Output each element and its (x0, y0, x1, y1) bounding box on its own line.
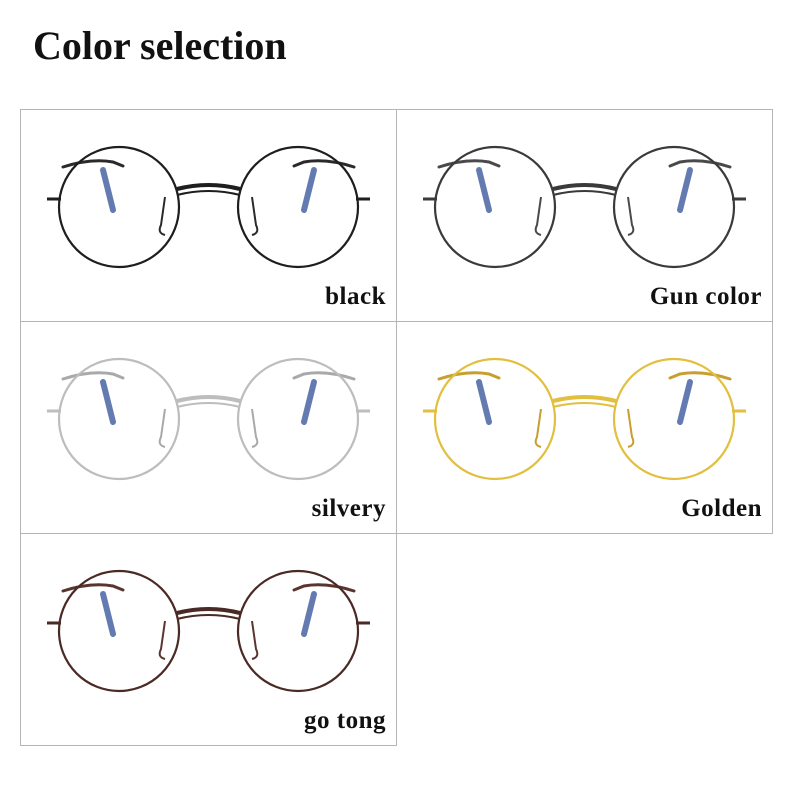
right-temple-arm (292, 583, 356, 593)
right-nose-pad (251, 196, 259, 236)
color-option-black[interactable]: black (20, 109, 397, 322)
right-temple-arm (292, 371, 356, 381)
right-temple-tip (677, 167, 693, 213)
right-temple-tip (301, 167, 317, 213)
bridge-lower (176, 614, 241, 620)
left-temple-tip (476, 167, 492, 213)
glasses-gun-color-image (423, 145, 746, 269)
right-lens-rim (236, 357, 360, 481)
left-temple-arm (61, 159, 125, 169)
left-temple-tip (476, 379, 492, 425)
color-option-label: silvery (311, 495, 386, 522)
color-option-label: Gun color (649, 283, 762, 310)
left-lens-rim (433, 357, 557, 481)
glasses-black-image (47, 145, 370, 269)
left-lens-rim (433, 145, 557, 269)
left-temple-arm (437, 371, 501, 381)
left-temple-arm (61, 371, 125, 381)
left-temple-arm (61, 583, 125, 593)
bridge-lower (176, 190, 241, 196)
glasses-go-tong-image (47, 569, 370, 693)
color-option-label: black (325, 283, 386, 310)
bridge (552, 183, 617, 191)
left-nose-pad (534, 408, 542, 448)
right-temple-tip (677, 379, 693, 425)
right-nose-pad (251, 408, 259, 448)
left-temple-tip (100, 167, 116, 213)
right-nose-pad (251, 620, 259, 660)
right-lens-rim (612, 357, 736, 481)
right-temple-arm (292, 159, 356, 169)
left-lens-rim (57, 145, 181, 269)
bridge-lower (552, 190, 617, 196)
right-lens-rim (612, 145, 736, 269)
bridge-lower (552, 402, 617, 408)
bridge (552, 395, 617, 403)
color-option-label: go tong (304, 707, 386, 734)
color-option-gun-color[interactable]: Gun color (396, 109, 773, 322)
color-option-silvery[interactable]: silvery (20, 321, 397, 534)
right-temple-tip (301, 379, 317, 425)
bridge (176, 607, 241, 615)
bridge (176, 183, 241, 191)
left-lens-rim (57, 569, 181, 693)
right-nose-pad (627, 196, 635, 236)
right-lens-rim (236, 569, 360, 693)
glasses-golden-image (423, 357, 746, 481)
page-title: Color selection (33, 23, 287, 68)
left-nose-pad (158, 620, 166, 660)
right-temple-arm (668, 371, 732, 381)
left-nose-pad (158, 196, 166, 236)
left-temple-tip (100, 379, 116, 425)
bridge-lower (176, 402, 241, 408)
left-nose-pad (158, 408, 166, 448)
color-option-label: Golden (681, 495, 762, 522)
color-option-golden[interactable]: Golden (396, 321, 773, 534)
right-temple-arm (668, 159, 732, 169)
color-option-go-tong[interactable]: go tong (20, 533, 397, 746)
left-temple-tip (100, 591, 116, 637)
left-lens-rim (57, 357, 181, 481)
left-temple-arm (437, 159, 501, 169)
right-lens-rim (236, 145, 360, 269)
bridge (176, 395, 241, 403)
right-nose-pad (627, 408, 635, 448)
left-nose-pad (534, 196, 542, 236)
glasses-silvery-image (47, 357, 370, 481)
right-temple-tip (301, 591, 317, 637)
